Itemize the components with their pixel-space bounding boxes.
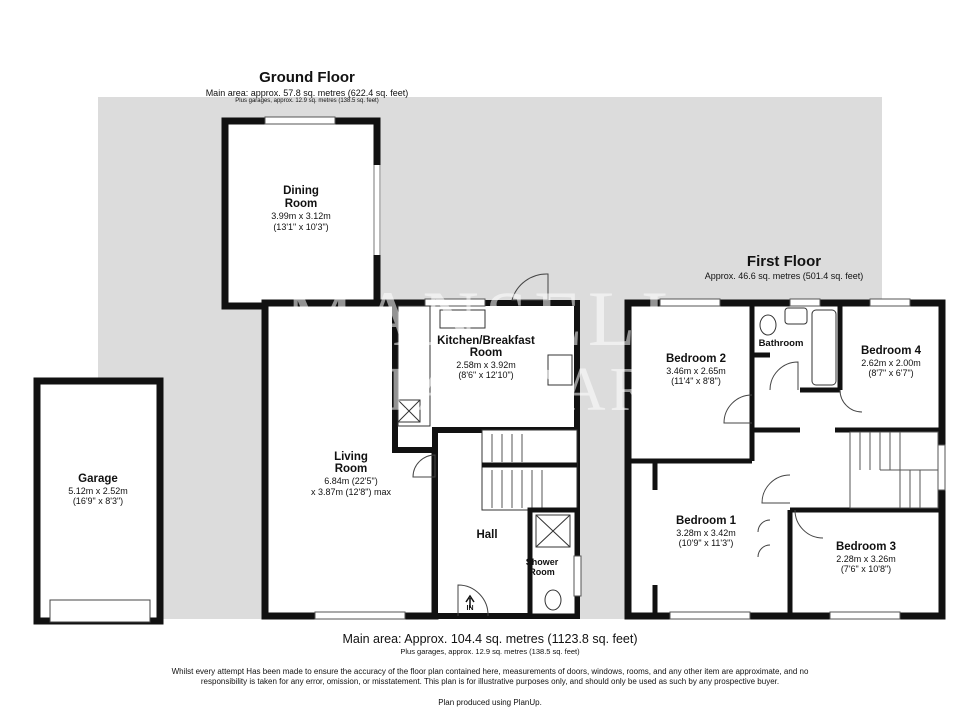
bedroom4-name: Bedroom 4 bbox=[860, 345, 922, 357]
entrance-label: IN bbox=[466, 605, 474, 612]
ground-floor-title: Ground Floor bbox=[259, 69, 355, 86]
bathroom-basin bbox=[784, 307, 808, 325]
stair-treads bbox=[491, 434, 543, 508]
bedroom1-name: Bedroom 1 bbox=[675, 515, 737, 527]
front-door-swing bbox=[457, 584, 489, 617]
kitchen-window bbox=[424, 298, 486, 307]
first-floor-title: First Floor bbox=[746, 253, 822, 270]
bedroom4-imperial: (8'7" x 6'7") bbox=[868, 368, 914, 378]
living-room-name-2: Room bbox=[334, 463, 368, 475]
bedroom1-door-swing bbox=[761, 474, 791, 504]
bedroom3-imperial: (7'6" x 10'8") bbox=[840, 564, 892, 574]
landing-stairs bbox=[849, 431, 939, 509]
entrance-arrow-icon bbox=[465, 594, 475, 608]
bedroom3-window bbox=[829, 611, 901, 620]
total-area: Main area: Approx. 104.4 sq. metres (112… bbox=[342, 632, 638, 646]
bedroom4-metric: 2.62m x 2.00m bbox=[861, 358, 921, 368]
bathroom-window bbox=[789, 298, 821, 307]
first-floor-area: Approx. 46.6 sq. metres (501.4 sq. feet) bbox=[704, 271, 864, 281]
garage-metric: 5.12m x 2.52m bbox=[68, 486, 128, 496]
bedroom4-door-swing bbox=[839, 389, 863, 413]
kitchen-name-2: Room bbox=[469, 347, 503, 359]
living-room-imperial: x 3.87m (12'8") max bbox=[311, 487, 391, 497]
bedroom1-window bbox=[669, 611, 751, 620]
bathroom-toilet bbox=[759, 314, 777, 336]
bedroom4-window bbox=[869, 298, 911, 307]
garage-name: Garage bbox=[78, 473, 118, 485]
bedroom2-metric: 3.46m x 2.65m bbox=[666, 366, 726, 376]
living-door-swing bbox=[412, 454, 436, 478]
garage-imperial: (16'9" x 8'3") bbox=[72, 496, 124, 506]
bath-tub bbox=[811, 309, 837, 386]
dining-room-metric: 3.99m x 3.12m bbox=[271, 211, 331, 221]
kitchen-back-door bbox=[511, 273, 549, 301]
living-room-name-1: Living bbox=[334, 451, 368, 463]
watermark-line1: MANSELL bbox=[285, 275, 695, 362]
bedroom2-name: Bedroom 2 bbox=[665, 353, 727, 365]
kitchen-sink bbox=[439, 309, 486, 329]
watermark-line2: McTAGGART bbox=[287, 356, 693, 424]
hall-name: Hall bbox=[476, 529, 498, 541]
disclaimer-text: Whilst every attempt Has been made to en… bbox=[171, 667, 809, 686]
dining-room-name-1: Dining bbox=[283, 185, 319, 197]
shower-room-name-1: Shower bbox=[525, 557, 559, 567]
bathroom-door-swing bbox=[769, 361, 799, 391]
bedroom3-door-swing bbox=[794, 509, 824, 539]
kitchen-metric: 2.58m x 3.92m bbox=[456, 360, 516, 370]
garage-door bbox=[49, 599, 151, 623]
wardrobe-doors bbox=[757, 519, 771, 558]
shower-window bbox=[573, 555, 582, 597]
ground-floor-area: Main area: approx. 57.8 sq. metres (622.… bbox=[205, 88, 409, 98]
bedroom3-metric: 2.28m x 3.26m bbox=[836, 554, 896, 564]
garage-outline bbox=[33, 377, 164, 625]
bedroom2-imperial: (11'4" x 8'8") bbox=[671, 376, 721, 386]
bedroom2-door-swing bbox=[723, 394, 753, 424]
plan-credit: Plan produced using PlanUp. bbox=[438, 698, 542, 707]
bedroom1-imperial: (10'9" x 11'3") bbox=[678, 538, 734, 548]
shower-toilet bbox=[544, 589, 562, 611]
bathroom-name: Bathroom bbox=[758, 338, 804, 349]
dining-window bbox=[264, 116, 336, 125]
kitchen-hob bbox=[547, 354, 573, 386]
landing-window bbox=[937, 444, 946, 491]
bedroom3-name: Bedroom 3 bbox=[835, 541, 897, 553]
living-room-metric: 6.84m (22'5") bbox=[324, 476, 378, 486]
ground-floor-garages: Plus garages, approx. 12.9 sq. metres (1… bbox=[235, 98, 379, 104]
bedroom1-metric: 3.28m x 3.42m bbox=[676, 528, 736, 538]
bedroom2-window bbox=[659, 298, 721, 307]
dining-room-imperial: (13'1" x 10'3") bbox=[273, 222, 329, 232]
dining-room-name-2: Room bbox=[284, 198, 318, 210]
shower-room-name-2: Room bbox=[529, 567, 555, 577]
ground-stairs bbox=[481, 429, 578, 511]
kitchen-imperial: (8'6" x 12'10") bbox=[458, 370, 514, 380]
total-garages: Plus garages, approx. 12.9 sq. metres (1… bbox=[400, 647, 580, 656]
living-window bbox=[314, 611, 406, 620]
kitchen-name-1: Kitchen/Breakfast bbox=[437, 335, 535, 347]
